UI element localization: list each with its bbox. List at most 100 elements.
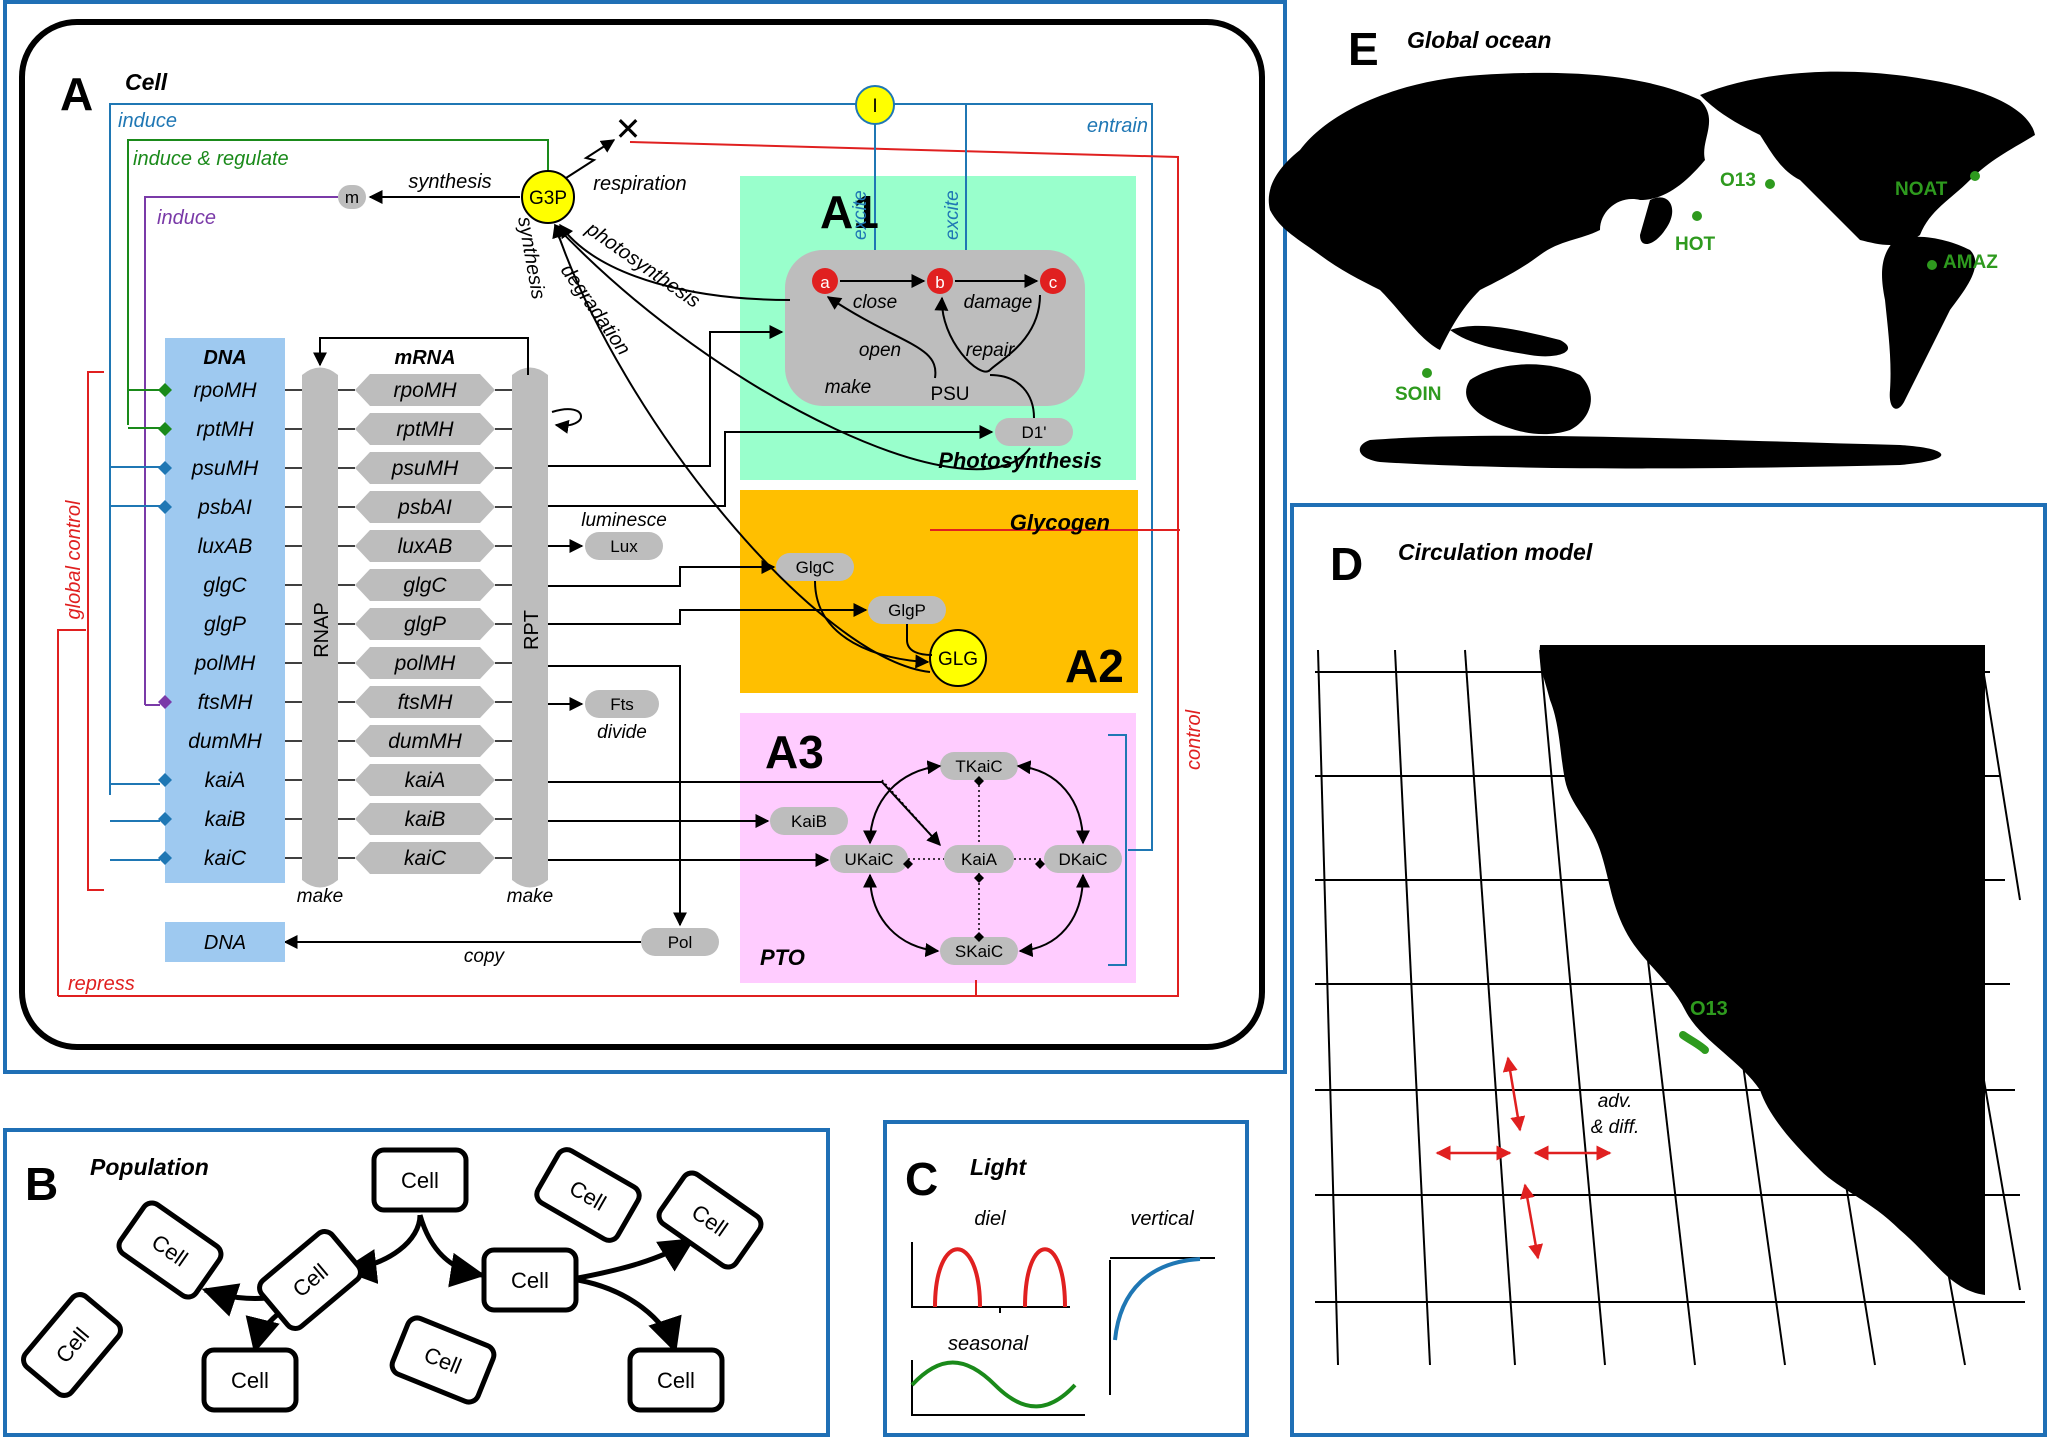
fts-label: Fts xyxy=(610,695,634,714)
regulation-diamond xyxy=(158,461,172,475)
copy-label: copy xyxy=(464,946,506,967)
state-a-label: a xyxy=(820,273,830,292)
control-label: control xyxy=(1183,709,1205,770)
panel-b-title: Population xyxy=(90,1154,209,1180)
d1-node xyxy=(995,418,1073,446)
dna-column xyxy=(165,338,285,883)
tkaic-label: TKaiC xyxy=(955,757,1002,776)
mrna-shape xyxy=(355,413,495,445)
dna-copy-box xyxy=(165,922,285,962)
dkaic-label: DKaiC xyxy=(1058,850,1107,869)
state-b-label: b xyxy=(935,273,944,292)
kaia-node xyxy=(944,845,1014,873)
dna-copy-label: DNA xyxy=(204,932,246,954)
rnap-label: RNAP xyxy=(311,602,333,658)
a3-label: A3 xyxy=(765,726,824,778)
kaib-node xyxy=(770,807,848,835)
mrna-shape xyxy=(355,452,495,484)
diff-label: & diff. xyxy=(1591,1117,1640,1138)
state-c-label: c xyxy=(1049,273,1058,292)
regulation-diamond xyxy=(158,812,172,826)
g3p-label: G3P xyxy=(529,188,567,209)
mrna-gene-glgC: glgC xyxy=(403,574,447,597)
site-label-O13: O13 xyxy=(1720,170,1756,191)
mrna-shape xyxy=(355,842,495,874)
vertical-curve xyxy=(1113,1257,1201,1341)
light-i-label: I xyxy=(872,96,877,117)
make-label-rpt: make xyxy=(507,886,553,907)
lux-node xyxy=(585,532,663,560)
dkaic-node xyxy=(1044,845,1122,873)
synthesis-label-1: synthesis xyxy=(408,171,491,193)
make-label-rnap: make xyxy=(297,886,343,907)
pol-label: Pol xyxy=(668,933,693,952)
cell-label: Cell xyxy=(231,1368,269,1393)
entrain-label: entrain xyxy=(1087,115,1148,137)
dna-gene-rptMH: rptMH xyxy=(196,418,254,441)
mrna-header: mRNA xyxy=(394,347,455,369)
site-label-AMAZ: AMAZ xyxy=(1943,252,1998,273)
a2-label: A2 xyxy=(1065,640,1124,692)
rpt-column xyxy=(512,367,548,888)
panel-d-letter: D xyxy=(1330,538,1363,590)
a1-label: A1 xyxy=(820,186,879,238)
regulation-diamond xyxy=(158,773,172,787)
degradation-label: degradation xyxy=(556,260,635,359)
d1-label: D1' xyxy=(1022,423,1047,442)
regulation-diamond xyxy=(158,383,172,397)
dna-gene-luxAB: luxAB xyxy=(198,535,253,558)
mrna-shape xyxy=(355,608,495,640)
pto-title: PTO xyxy=(760,945,805,970)
psu-region xyxy=(785,250,1085,406)
induce-gene-lines xyxy=(110,466,160,861)
dna-gene-kaiB: kaiB xyxy=(205,808,246,831)
panel-b-letter: B xyxy=(25,1158,58,1210)
glgc-node xyxy=(776,553,854,581)
g3p-node xyxy=(521,170,575,224)
cell-1: Cell xyxy=(371,1147,469,1213)
state-c xyxy=(1040,268,1066,294)
make-label-psu: make xyxy=(825,377,871,398)
rpt-label: RPT xyxy=(521,610,543,650)
mrna-gene-kaiB: kaiB xyxy=(405,808,446,831)
excite-label-1: excite xyxy=(850,190,871,240)
induce-regulate-label: induce & regulate xyxy=(133,148,289,170)
glg-node xyxy=(929,629,987,687)
excite-label-2: excite xyxy=(942,190,963,240)
induce-label-blue: induce xyxy=(118,110,177,132)
dna-gene-kaiC: kaiC xyxy=(204,847,247,870)
mrna-shape xyxy=(355,491,495,523)
glgc-label: GlgC xyxy=(796,558,835,577)
cell-4: Cell xyxy=(116,1200,224,1300)
dna-gene-psuMH: psuMH xyxy=(191,457,259,480)
panel-e-letter: E xyxy=(1348,23,1379,75)
state-b xyxy=(927,268,953,294)
regulation-diamond xyxy=(158,500,172,514)
lux-label: Lux xyxy=(610,537,638,556)
regulation-diamond xyxy=(158,695,172,709)
glycogen-title: Glycogen xyxy=(1010,510,1110,535)
world-map xyxy=(1268,71,2035,469)
mrna-gene-rptMH: rptMH xyxy=(396,418,454,441)
cell-10: Cell xyxy=(627,1347,725,1413)
dna-gene-glgC: glgC xyxy=(203,574,247,597)
site-dot-SOIN xyxy=(1422,368,1432,378)
site-label-SOIN: SOIN xyxy=(1395,384,1441,405)
mrna-shape xyxy=(355,647,495,679)
mrna-shape xyxy=(355,374,495,406)
regulation-diamond xyxy=(158,422,172,436)
ukaic-label: UKaiC xyxy=(844,850,893,869)
cell-9: Cell xyxy=(389,1315,497,1405)
dna-gene-glgP: glgP xyxy=(204,613,246,636)
cell-8: Cell xyxy=(201,1347,299,1413)
damage-label: damage xyxy=(964,292,1033,313)
dna-gene-polMH: polMH xyxy=(194,652,257,675)
dna-gene-dumMH: dumMH xyxy=(188,730,262,753)
divide-label: divide xyxy=(597,722,647,743)
site-label-NOAT: NOAT xyxy=(1895,179,1948,200)
glgp-label: GlgP xyxy=(888,601,926,620)
kaib-label: KaiB xyxy=(791,812,827,831)
cell-3: Cell xyxy=(656,1170,764,1270)
cell-label: Cell xyxy=(401,1168,439,1193)
psu-label: PSU xyxy=(930,384,969,405)
